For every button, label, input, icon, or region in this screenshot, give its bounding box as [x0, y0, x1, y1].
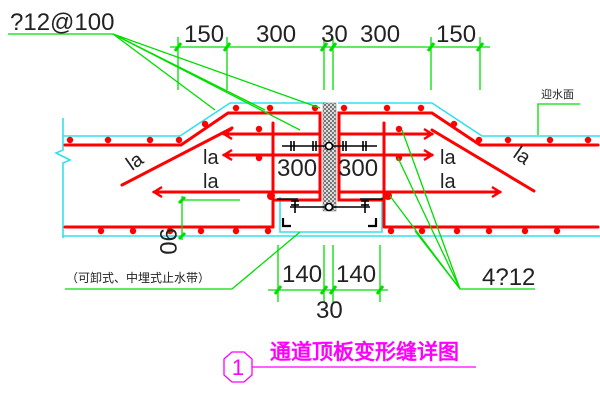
drawing-title-block: 1 通道顶板变形缝详图: [223, 340, 476, 383]
dim-bottom-140-right: 140: [336, 261, 376, 288]
rebar-dots: [66, 104, 592, 235]
concrete-outline: [54, 102, 600, 238]
dim-mid-300-right: 300: [338, 155, 378, 182]
dim-mid-300-left: 300: [277, 155, 317, 182]
drawing-title: 通道顶板变形缝详图: [270, 340, 459, 364]
la-label-right-2: la: [440, 171, 456, 193]
detail-number-hexagon: [223, 351, 253, 383]
la-label-diag-right: la: [509, 142, 535, 169]
waterstop-note: （可卸式、中埋式止水带）: [66, 270, 210, 285]
dim-side-90: 90: [154, 228, 181, 255]
dim-bottom-30: 30: [316, 297, 343, 324]
rebars: [63, 111, 600, 229]
la-label-diag-left: la: [122, 148, 148, 175]
la-label-left-2: la: [203, 171, 219, 193]
dim-bottom-140-left: 140: [282, 261, 322, 288]
la-label-right-1: la: [440, 147, 456, 169]
la-label-left-1: la: [203, 147, 219, 169]
waterstop: [277, 141, 383, 228]
dim-top-300-left: 300: [256, 21, 296, 48]
dimension-ticks: [173, 42, 485, 295]
rebar-arrowheads: [151, 127, 503, 199]
joint-filler: [322, 102, 337, 212]
dim-top-150-right: 150: [436, 21, 476, 48]
top-rebar-callout: ?12@100: [10, 9, 114, 36]
waterproof-face-label: 迎水面: [541, 88, 574, 101]
dim-top-150-left: 150: [184, 21, 224, 48]
dim-top-30: 30: [321, 21, 348, 48]
detail-number: 1: [232, 355, 244, 380]
dim-top-300-right: 300: [360, 21, 400, 48]
bottom-rebar-callout: 4?12: [482, 264, 535, 291]
